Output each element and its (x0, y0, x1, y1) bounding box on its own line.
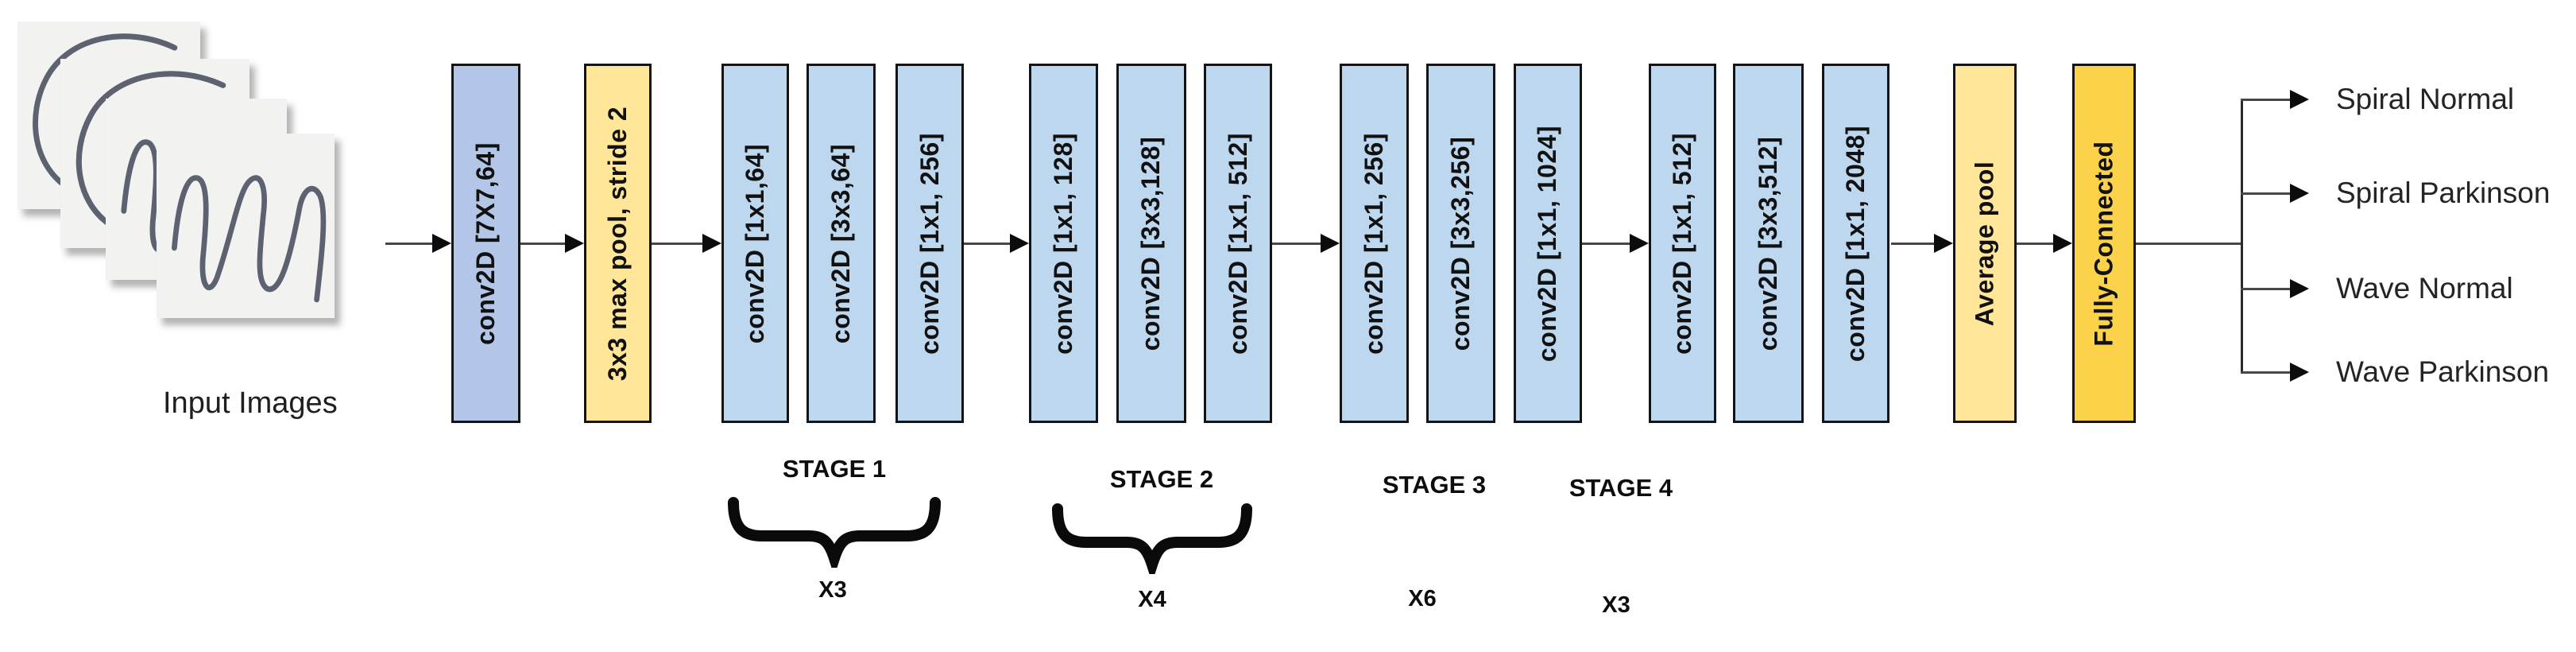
stage-brace-2 (1051, 501, 1253, 584)
flow-arrow-head (432, 234, 451, 253)
output-label-wave-parkinson: Wave Parkinson (2336, 355, 2550, 388)
layer-box-label: conv2D [1x1, 1024] (1533, 125, 1562, 362)
layer-box-conv2d-7x7-64: conv2D [7X7,64] (451, 64, 520, 423)
output-arrow-line (2241, 192, 2290, 195)
flow-arrow-line (520, 243, 565, 245)
layer-box-label: conv2D [1x1,64] (741, 143, 770, 343)
flow-arrow-head (2053, 234, 2072, 253)
output-arrow-head (2290, 184, 2309, 203)
curly-brace-icon (728, 497, 941, 577)
output-arrow-line (2241, 288, 2290, 290)
stage-label-2: STAGE 2 (1109, 465, 1214, 493)
layer-box-label: conv2D [1x1, 2048] (1841, 125, 1870, 362)
layer-box-label: conv2D [3x3,128] (1136, 136, 1166, 351)
layer-box-conv2d-1x1-512: conv2D [1x1, 512] (1204, 64, 1272, 423)
layer-box-label: conv2D [1x1, 256] (1360, 132, 1389, 355)
stage-label-4: STAGE 4 (1568, 474, 1673, 502)
output-arrow-head (2290, 279, 2309, 298)
output-arrow-line (2241, 371, 2290, 374)
flow-arrow-line (385, 243, 432, 245)
layer-box-label: conv2D [1x1, 128] (1049, 132, 1078, 355)
flow-arrow-line (964, 243, 1010, 245)
stage-multiplier-1: X3 (818, 577, 847, 603)
layer-box-label: conv2D [7X7,64] (471, 142, 500, 345)
output-label-spiral-parkinson: Spiral Parkinson (2336, 177, 2551, 209)
layer-box-label: conv2D [1x1, 512] (1668, 132, 1697, 355)
flow-arrow-head (565, 234, 584, 253)
flow-arrow-head (702, 234, 721, 253)
layer-box-fully-connected: Fully-Connected (2072, 64, 2136, 423)
output-arrow-head (2290, 363, 2309, 382)
layer-box-average-pool: Average pool (1953, 64, 2017, 423)
flow-arrow-line (1891, 243, 1934, 245)
layer-box-label: Fully-Connected (2089, 140, 2118, 347)
layer-box-label: conv2D [1x1, 256] (915, 132, 944, 355)
stage-brace-1 (727, 495, 942, 577)
layer-box-conv2d-3x3-64: conv2D [3x3,64] (806, 64, 876, 423)
layer-box-label: conv2D [1x1, 512] (1223, 132, 1252, 355)
stage-multiplier-3: X6 (1408, 586, 1437, 611)
flow-arrow-line (1272, 243, 1321, 245)
output-arrow-head (2290, 90, 2309, 109)
flow-arrow-head (1934, 234, 1953, 253)
flow-arrow-line (2017, 243, 2053, 245)
layer-box-label: conv2D [3x3,256] (1446, 136, 1475, 351)
wave-sketch-icon (172, 175, 327, 303)
layer-box-conv2d-3x3-512: conv2D [3x3,512] (1733, 64, 1804, 423)
layer-box-conv2d-1x1-64: conv2D [1x1,64] (721, 64, 789, 423)
output-label-spiral-normal: Spiral Normal (2336, 83, 2515, 115)
input-images-label: Input Images (163, 386, 338, 420)
layer-box-conv2d-1x1-256: conv2D [1x1, 256] (895, 64, 964, 423)
stage-multiplier-4: X3 (1602, 592, 1630, 618)
layer-box-3x3-max-pool-stride-2: 3x3 max pool, stride 2 (584, 64, 652, 423)
layer-box-label: Average pool (1970, 161, 1999, 326)
stage-label-3: STAGE 3 (1382, 471, 1487, 499)
layer-box-label: 3x3 max pool, stride 2 (603, 106, 632, 381)
layer-box-conv2d-1x1-128: conv2D [1x1, 128] (1029, 64, 1098, 423)
flow-arrow-line (652, 243, 702, 245)
curly-brace-icon (1052, 503, 1252, 584)
layer-box-conv2d-3x3-128: conv2D [3x3,128] (1116, 64, 1186, 423)
output-label-wave-normal: Wave Normal (2336, 272, 2513, 305)
layer-box-conv2d-1x1-2048: conv2D [1x1, 2048] (1822, 64, 1889, 423)
output-arrow-line (2241, 99, 2290, 101)
layer-box-conv2d-1x1-512: conv2D [1x1, 512] (1649, 64, 1716, 423)
output-fanout-line (2241, 99, 2243, 373)
output-feed-line (2136, 243, 2242, 245)
flow-arrow-head (1010, 234, 1029, 253)
flow-arrow-line (1582, 243, 1630, 245)
input-card-wave-4 (157, 134, 335, 318)
stage-label-1: STAGE 1 (782, 455, 887, 483)
layer-box-conv2d-1x1-256: conv2D [1x1, 256] (1340, 64, 1409, 423)
layer-box-label: conv2D [3x3,512] (1754, 136, 1782, 351)
stage-multiplier-2: X4 (1138, 587, 1166, 612)
flow-arrow-head (1321, 234, 1340, 253)
flow-arrow-head (1630, 234, 1649, 253)
layer-box-label: conv2D [3x3,64] (826, 143, 856, 343)
layer-box-conv2d-3x3-256: conv2D [3x3,256] (1426, 64, 1495, 423)
layer-box-conv2d-1x1-1024: conv2D [1x1, 1024] (1514, 64, 1582, 423)
